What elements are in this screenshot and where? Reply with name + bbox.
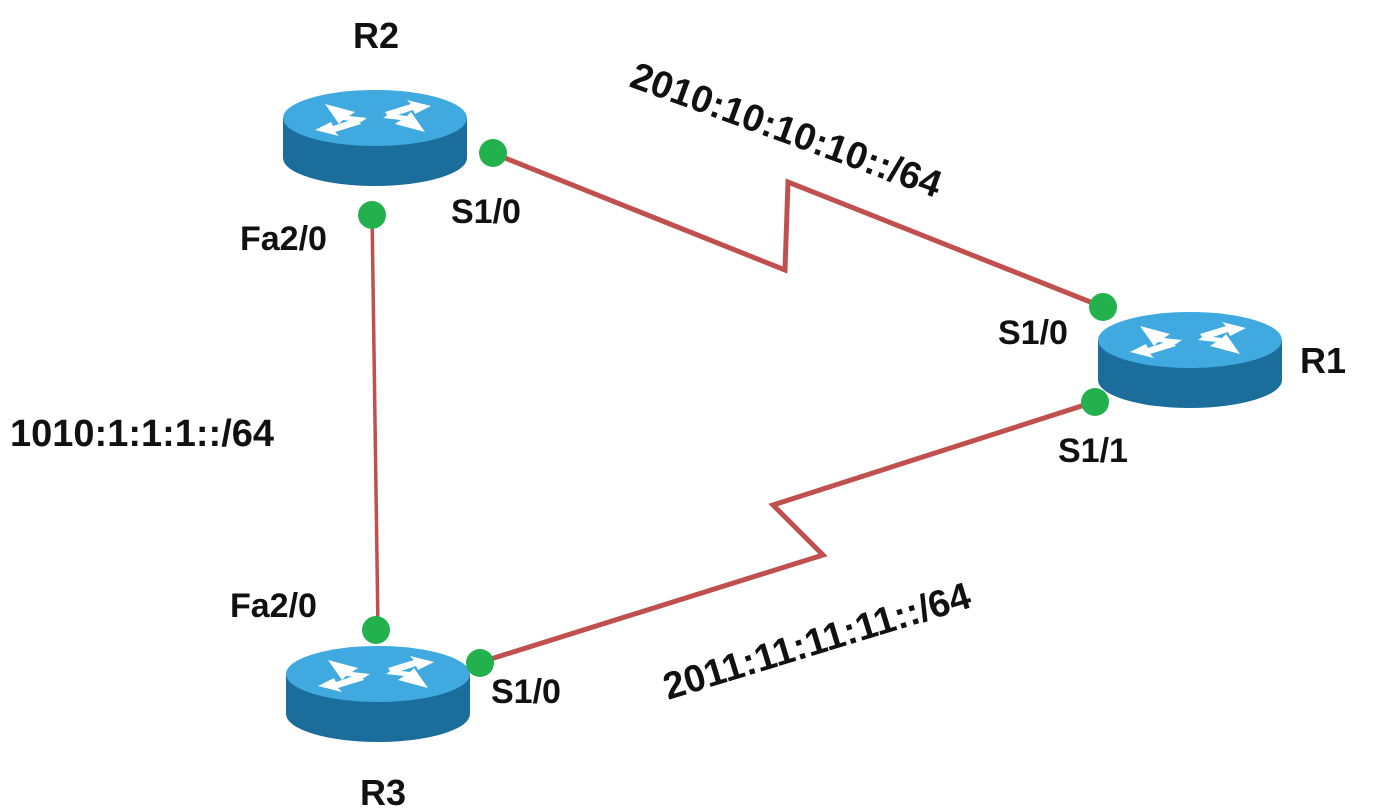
router-icon bbox=[1098, 312, 1282, 408]
router-r3[interactable] bbox=[286, 646, 470, 742]
router-label-r1: R1 bbox=[1300, 340, 1346, 381]
router-label-r2: R2 bbox=[353, 15, 399, 56]
iface-label-r2-s1-0: S1/0 bbox=[451, 193, 521, 231]
port-dot-r1-s1-0[interactable] bbox=[1089, 293, 1117, 321]
iface-label-r1-s1-0: S1/0 bbox=[998, 314, 1068, 352]
ethernet-link-r2-r3[interactable] bbox=[370, 210, 380, 632]
router-r2[interactable] bbox=[283, 90, 467, 186]
router-label-r3: R3 bbox=[360, 772, 406, 809]
port-dot-r2-s1-0[interactable] bbox=[479, 139, 507, 167]
port-dot-r1-s1-1[interactable] bbox=[1081, 388, 1109, 416]
network-label-r3-r1: 2011:11:11:11::/64 bbox=[658, 575, 975, 708]
router-icon bbox=[283, 90, 467, 186]
serial-link-r3-r1[interactable] bbox=[475, 399, 1097, 666]
links bbox=[370, 149, 1106, 666]
port-dot-r2-fa2-0[interactable] bbox=[358, 201, 386, 229]
iface-label-r2-fa2-0: Fa2/0 bbox=[240, 220, 327, 258]
serial-link-r2-r1[interactable] bbox=[487, 149, 1106, 310]
router-icon bbox=[286, 646, 470, 742]
iface-label-r3-s1-0: S1/0 bbox=[491, 673, 561, 711]
ports bbox=[358, 139, 1117, 677]
port-dot-r3-s1-0[interactable] bbox=[466, 649, 494, 677]
iface-label-r1-s1-1: S1/1 bbox=[1058, 432, 1128, 470]
iface-label-r3-fa2-0: Fa2/0 bbox=[230, 587, 317, 625]
port-dot-r3-fa2-0[interactable] bbox=[362, 616, 390, 644]
network-label-r2-r3: 1010:1:1:1::/64 bbox=[10, 413, 274, 455]
router-r1[interactable] bbox=[1098, 312, 1282, 408]
